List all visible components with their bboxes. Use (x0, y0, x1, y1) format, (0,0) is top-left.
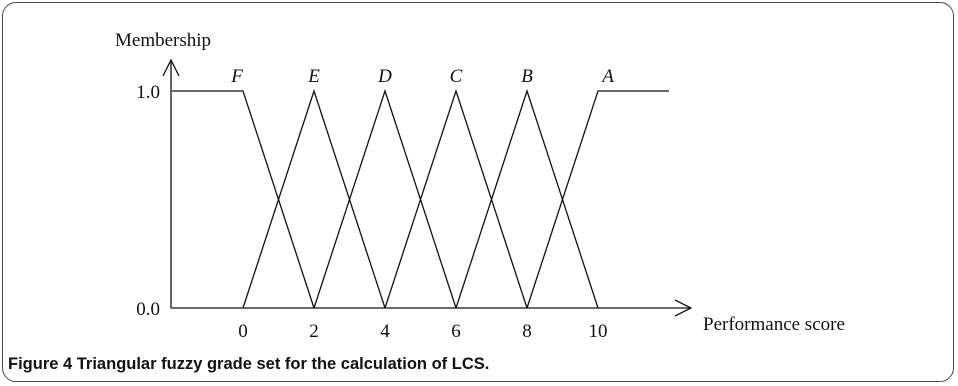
series-label-B: B (521, 66, 533, 87)
x-axis-arrowhead (674, 299, 693, 317)
y-axis-arrowhead (162, 58, 180, 77)
series-label-C: C (450, 66, 463, 87)
series-E-line (242, 88, 386, 309)
x-axis-label: Performance score (703, 314, 845, 335)
series-label-D: D (377, 66, 392, 87)
x-tick-label: 2 (309, 321, 319, 342)
x-tick-label: 6 (451, 321, 461, 342)
series-label-A: A (600, 66, 614, 87)
x-tick-label: 8 (522, 321, 532, 342)
series-label-F: F (230, 66, 243, 87)
series-B-line (455, 88, 599, 309)
x-tick-label: 10 (589, 321, 608, 342)
figure-caption: Figure 4 Triangular fuzzy grade set for … (8, 355, 490, 373)
y-axis-label: Membership (115, 30, 211, 51)
series-A-line (526, 90, 669, 309)
series-label-E: E (307, 66, 320, 87)
series-F-line (172, 90, 315, 309)
x-tick-label: 0 (238, 321, 248, 342)
figure-frame (2, 2, 954, 382)
y-tick-label: 0.0 (136, 299, 160, 320)
y-tick-label: 1.0 (136, 82, 160, 103)
x-tick-label: 4 (380, 321, 390, 342)
series-C-line (384, 88, 528, 309)
series-D-line (313, 88, 457, 309)
